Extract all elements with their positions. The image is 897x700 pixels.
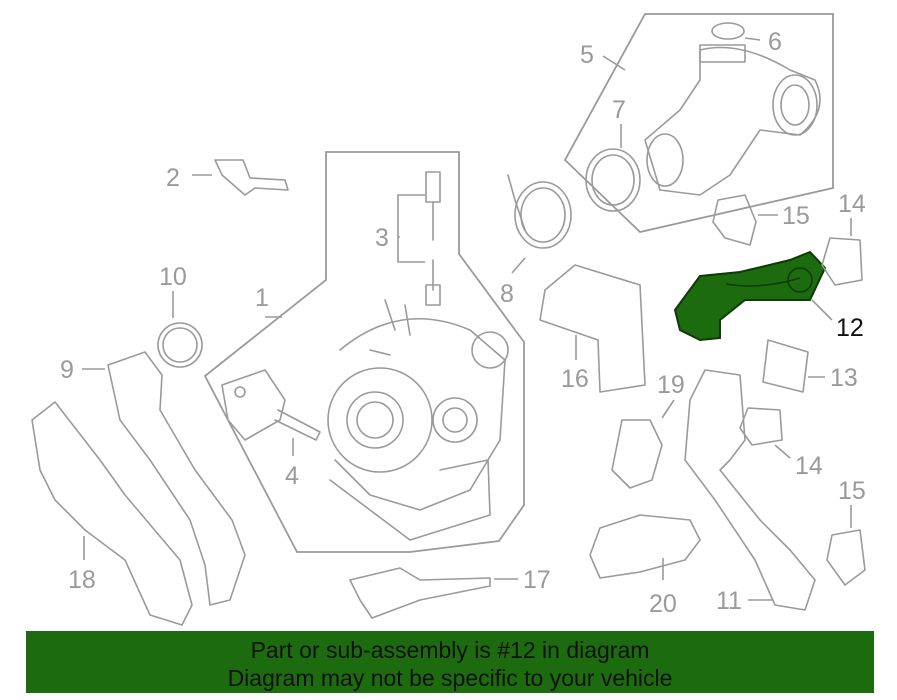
- actuator[interactable]: [221, 369, 321, 441]
- turbocharger[interactable]: [327, 299, 509, 541]
- o-ring[interactable]: [585, 148, 641, 212]
- callout-1: 1: [255, 284, 269, 312]
- part-12-pipe-highlighted[interactable]: [673, 250, 827, 342]
- exhaust-manifold[interactable]: [589, 514, 701, 579]
- banner-line-1: Part or sub-assembly is #12 in diagram: [250, 637, 650, 663]
- down-pipe[interactable]: [684, 369, 816, 611]
- turbo-group-frame: [203, 151, 525, 553]
- callout-4: 4: [285, 462, 299, 490]
- callout-19: 19: [657, 371, 685, 399]
- callout-14-upper: 14: [838, 190, 866, 218]
- callout-20: 20: [649, 590, 677, 618]
- heat-shield[interactable]: [539, 264, 646, 393]
- callout-14-lower: 14: [795, 452, 823, 480]
- callout-8: 8: [500, 280, 514, 308]
- hose-clamp[interactable]: [157, 322, 203, 368]
- callout-15-upper: 15: [782, 202, 810, 230]
- info-banner: Part or sub-assembly is #12 in diagram D…: [26, 631, 874, 693]
- callout-17: 17: [523, 566, 551, 594]
- gasket-14-upper[interactable]: [821, 237, 863, 286]
- leader-lines: [82, 37, 852, 601]
- intake-tube[interactable]: [107, 351, 246, 606]
- gasket-15-upper[interactable]: [712, 194, 757, 246]
- shield-19[interactable]: [611, 419, 663, 489]
- banner-line-2: Diagram may not be specific to your vehi…: [227, 665, 673, 691]
- bracket-17[interactable]: [349, 567, 491, 619]
- callout-18: 18: [68, 566, 96, 594]
- sensor-harness[interactable]: [425, 171, 441, 306]
- gasket-15-lower[interactable]: [826, 529, 866, 586]
- callout-13: 13: [830, 364, 858, 392]
- heat-shield-18[interactable]: [31, 401, 193, 626]
- callout-15-lower: 15: [838, 477, 866, 505]
- gasket-13[interactable]: [762, 339, 809, 393]
- turbo-outlet-pipe[interactable]: [644, 44, 821, 196]
- callout-5: 5: [580, 41, 594, 69]
- callout-12: 12: [836, 314, 864, 342]
- callout-10: 10: [159, 263, 187, 291]
- callout-6: 6: [768, 28, 782, 56]
- gasket-6[interactable]: [711, 22, 745, 40]
- v-band-clamp[interactable]: [507, 174, 572, 249]
- callout-9: 9: [60, 356, 74, 384]
- callout-11: 11: [716, 587, 742, 615]
- callout-7: 7: [612, 96, 626, 124]
- callout-3: 3: [375, 224, 389, 252]
- parts-diagram: 1 2 3 4 5 6 7 8 9 10 11 12 13 14 14 15 1…: [31, 13, 866, 626]
- gasket-14-lower[interactable]: [739, 407, 783, 446]
- callout-2: 2: [166, 164, 180, 192]
- outlet-group-frame: [563, 13, 834, 233]
- bracket[interactable]: [214, 159, 289, 196]
- callout-16: 16: [561, 365, 589, 393]
